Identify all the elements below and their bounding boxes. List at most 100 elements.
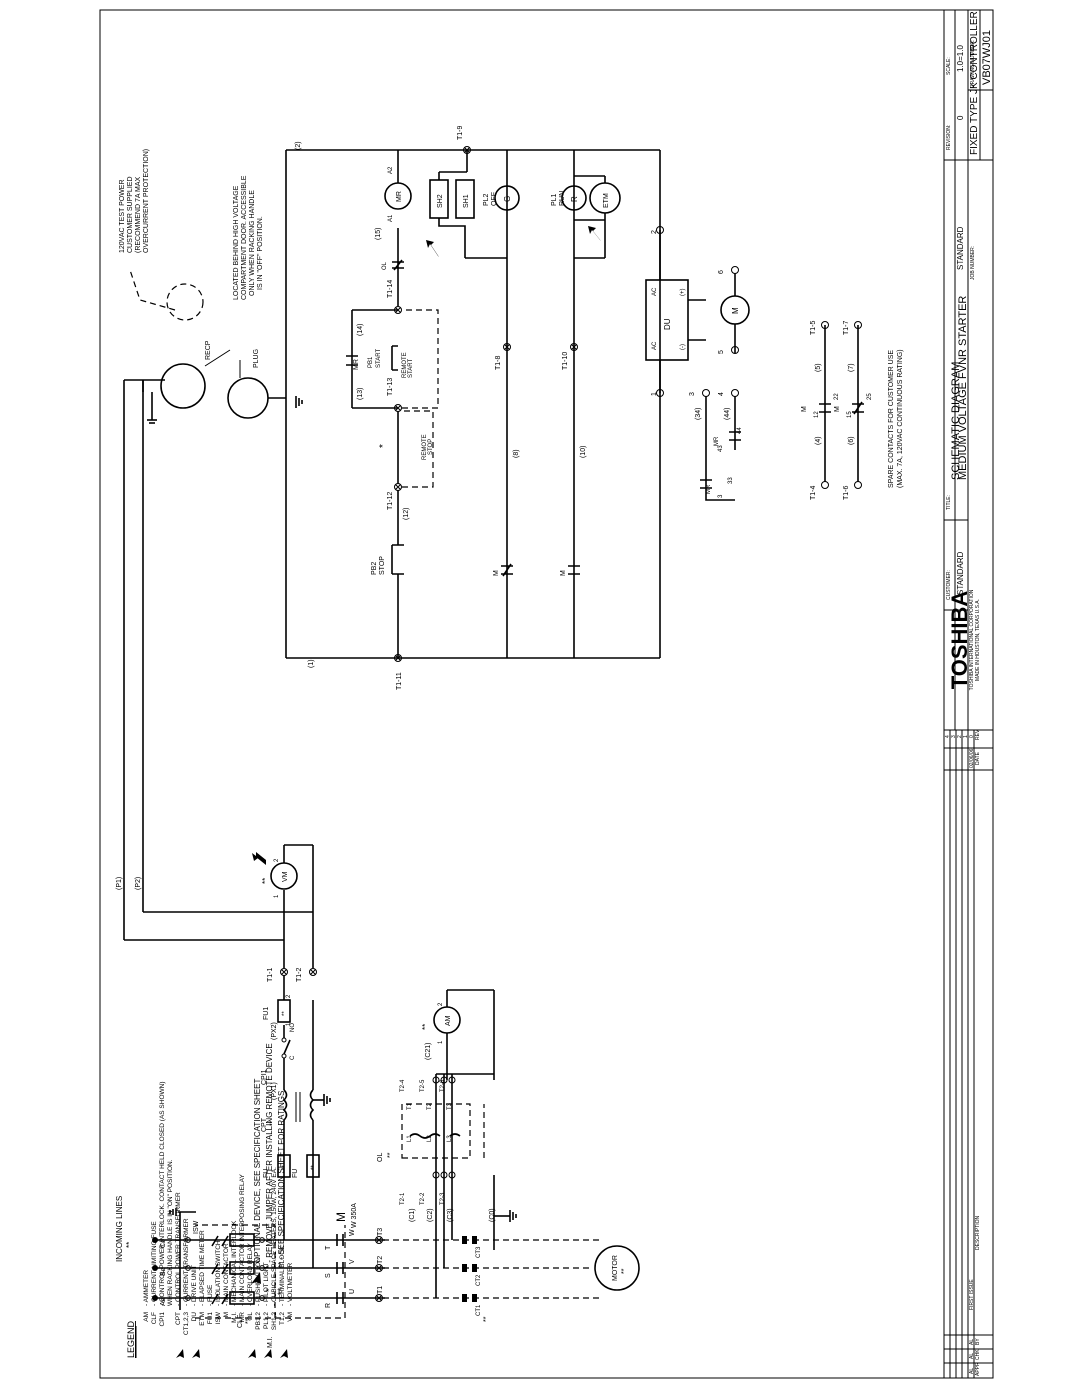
legend-desc: - CURRENT TRANSFORMER (183, 1218, 190, 1306)
fu1-pin1: 1 (286, 1022, 292, 1026)
am-pin2: 2 (438, 1002, 444, 1006)
tb-2-label: 2 (651, 230, 658, 234)
contact-letter-v: V (349, 1259, 356, 1264)
pl2-g: G (503, 196, 512, 202)
cpt-transformer (282, 1089, 315, 1121)
revision-label: REVISION: (946, 125, 952, 150)
legend-desc: - VOLTMETER (287, 1262, 294, 1306)
rev-hdr-rev: REV (975, 729, 981, 740)
title-line-2: MEDIUM VOLTAGE FVNR STARTER (957, 296, 969, 480)
spare-1-n2: 22 (834, 393, 840, 400)
legend-code: VM (287, 1312, 294, 1322)
ol-l1: L1 (407, 1135, 413, 1142)
am-dstar: ** (421, 1024, 430, 1030)
drawing-number: VB07WJ01 (981, 30, 993, 85)
rev-date: 02/06/06 (969, 748, 975, 768)
ol-l2: L2 (427, 1135, 433, 1142)
clf-fuse-c (229, 1233, 255, 1247)
motor (594, 1245, 640, 1291)
legend-arrow-icon (192, 1349, 200, 1368)
rev-hdr-appr: APPR (975, 1362, 981, 1376)
rev-hdr-by: BY (975, 1338, 981, 1345)
t2-terminal-label: T2-1 (400, 1192, 406, 1205)
incoming-lines-label: INCOMING LINES (115, 1196, 124, 1262)
located-3: ONLY WHEN RACKING HANDLE (249, 190, 256, 296)
cpi1-no: NO (290, 1023, 296, 1032)
fu2-dstar: ** (311, 1165, 317, 1170)
rev-row-0: 0 (969, 735, 975, 738)
tb-3-label: 3 (689, 392, 696, 396)
scale-label: SCALE: (946, 57, 952, 75)
vm-pin2: 2 (274, 858, 280, 862)
motor-label: MOTOR (612, 1255, 619, 1281)
pb2-stop-button[interactable] (391, 539, 404, 580)
ol-label: OL (377, 1153, 384, 1162)
pl1-run: RUN (559, 191, 566, 206)
located-1: LOCATED BEHIND HIGH VOLTAGE (233, 185, 240, 300)
legend-desc: - PILOT LIGHT (263, 1262, 270, 1306)
title-block: TOSHIBA TOSHIBA INTERNATIONAL CORPORATIO… (943, 9, 994, 1379)
note-star-symbol: * (264, 1288, 274, 1292)
pb2-label: PB2 (371, 562, 378, 575)
heater-arrow-icon (426, 240, 439, 257)
t2-terminal-label: T2-6 (440, 1079, 446, 1092)
ol-t3: T3 (447, 1102, 453, 1110)
incoming-dstar: ** (125, 1242, 134, 1248)
du-ac-1: AC (652, 341, 658, 350)
legend-desc: - MAIN CONTACTOR (223, 1243, 230, 1306)
remote-start-1: REMOTE (402, 352, 408, 378)
jumper-star: * (378, 444, 389, 448)
scale-value: 1.0=1.0 (956, 45, 965, 72)
rev-hdr-date: DATE (975, 751, 981, 765)
pl2-off-light (494, 185, 520, 211)
rev-by: AL (969, 1339, 975, 1345)
power-circuit: INCOMING LINES ** Aø Bø Cø ISW CLF ** (115, 380, 640, 1348)
sh1-label: SH1 (463, 194, 470, 208)
legend-code: ETM (199, 1312, 206, 1326)
phase-a: Aø (160, 1296, 167, 1306)
clf-dstar: ** (245, 1318, 252, 1324)
etm-label: ETM (603, 193, 610, 208)
t1-8-label: T1-8 (495, 356, 502, 371)
wire-12: (12) (403, 508, 410, 520)
terminal-t1-14 (394, 306, 402, 314)
note-dstar-symbol: ** (276, 1287, 286, 1295)
spare-1-left: T1-4 (810, 486, 817, 501)
brand-line-1: TOSHIBA INTERNATIONAL CORPORATION (969, 589, 975, 690)
du-ac-2: AC (652, 287, 658, 296)
cpi1-c: C (290, 1055, 296, 1060)
wire-34: (34) (695, 408, 702, 420)
brand-line-2: MADE IN HOUSTON, TEXAS U.S.A. (975, 599, 981, 681)
spare-2-n1: 15 (847, 411, 853, 418)
plug (227, 377, 269, 419)
customer-value: STANDARD (956, 551, 965, 595)
pl1-run-light (561, 185, 587, 211)
tb-3 (702, 389, 710, 397)
wire-14: (14) (357, 324, 364, 336)
du-plus: (+) (680, 288, 686, 296)
rev-row-2: 2 (957, 735, 963, 738)
clf-fuse-b (229, 1261, 255, 1275)
spare-2-w2: (7) (848, 363, 855, 372)
customer-label: CUSTOMER: (946, 570, 952, 600)
tb-5-label: 5 (718, 350, 725, 354)
t2-terminal-label: T2-2 (420, 1192, 426, 1205)
notes: - OPTIONAL DEVICE, SEE SPECIFICATION SHE… (119, 149, 904, 1300)
sh2-label: SH2 (437, 194, 444, 208)
wire-8: (8) (513, 449, 520, 458)
spare-contacts: T1-4 (4) M 12 22 (5) T1-5 T1-6 (6) M 15 … (801, 321, 873, 501)
pl1-r: R (570, 196, 579, 202)
job-label: JOB NUMBER: (970, 246, 976, 280)
legend-desc: - AMMETER (143, 1270, 150, 1306)
mr-a2: A2 (388, 166, 394, 174)
mr-coil-label: MR (396, 191, 403, 202)
spare-1-w1: (4) (815, 436, 822, 445)
title-label: TITLE: (946, 495, 952, 510)
pb1-start-button[interactable] (391, 345, 398, 371)
t1-term-label: T1 (377, 1286, 384, 1294)
rev-row-4: 4 (945, 735, 951, 738)
t1-13-label: T1-13 (387, 378, 394, 396)
t3-term-label: T3 (377, 1228, 384, 1236)
clf-fuse-a (229, 1291, 255, 1305)
mr-a1: A1 (388, 214, 394, 222)
